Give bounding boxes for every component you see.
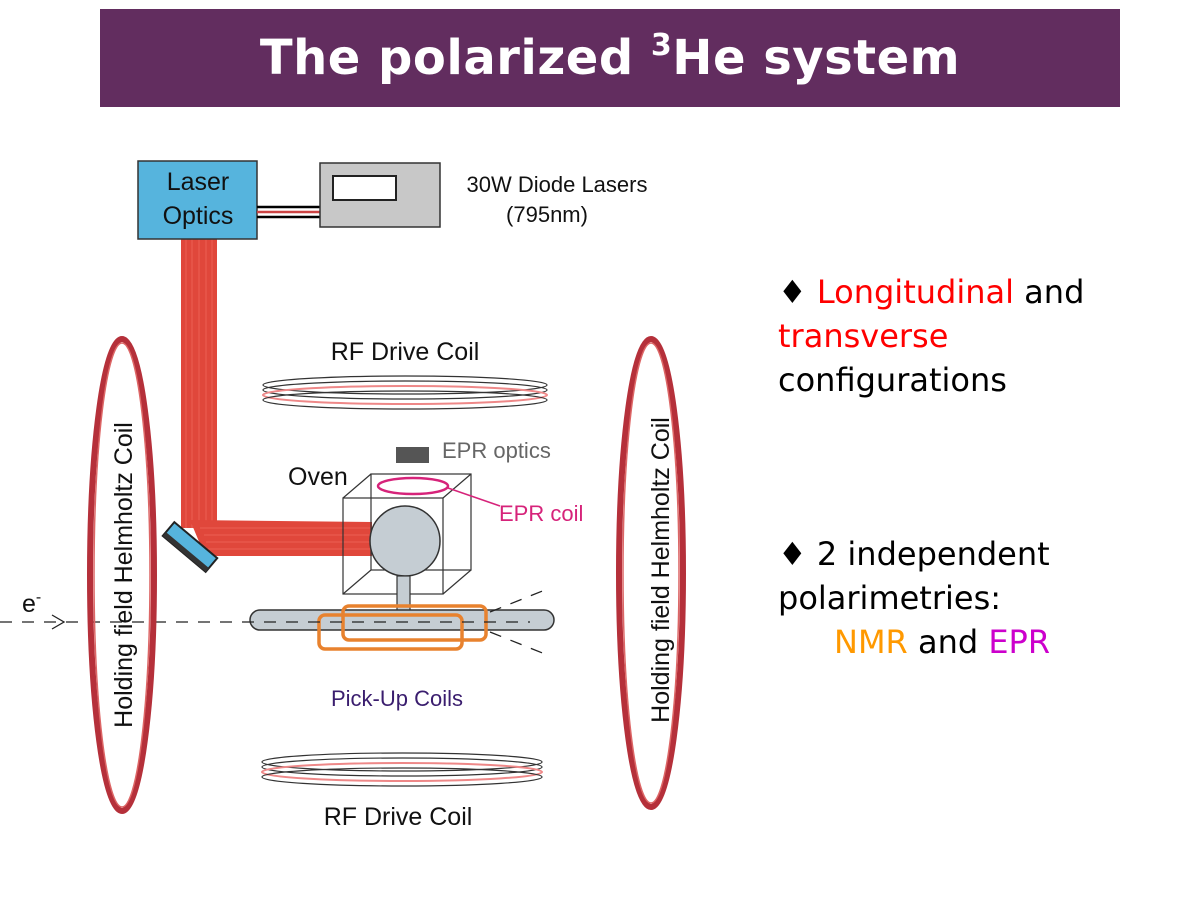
polarimetries-text: polarimetries: — [778, 579, 1002, 617]
bullet-polarimetries: ♦ 2 independent polarimetries: NMR and E… — [778, 532, 1188, 664]
diode-lasers-label: 30W Diode Lasers — [467, 172, 648, 197]
laser-optics-label-1: Laser — [167, 168, 230, 196]
longitudinal-text: Longitudinal — [816, 273, 1014, 311]
pickup-coils — [317, 604, 488, 651]
bullet-configurations: ♦ Longitudinal and transverse configurat… — [778, 270, 1188, 402]
helmholtz-left-label: Holding field Helmholtz Coil — [110, 422, 138, 728]
laser-optics-box: Laser Optics — [137, 160, 258, 240]
configurations-text: configurations — [778, 361, 1007, 399]
independent-text: 2 independent — [816, 535, 1050, 573]
target-chamber — [249, 609, 555, 631]
epr-coil — [376, 476, 450, 496]
diamond-bullet-icon: ♦ — [778, 273, 807, 311]
epr-text: EPR — [988, 623, 1051, 661]
title-prefix: The polarized — [259, 30, 651, 86]
epr-coil-label: EPR coil — [499, 501, 583, 526]
rf-drive-coil-bottom-label: RF Drive Coil — [324, 803, 473, 831]
bullet-list: ♦ Longitudinal and transverse configurat… — [778, 270, 1188, 664]
epr-optics-block — [396, 447, 429, 463]
page-title: The polarized 3He system — [260, 30, 960, 86]
rf-drive-coil-top — [262, 375, 548, 410]
oven-label: Oven — [288, 463, 348, 491]
laser-cable — [257, 205, 322, 219]
transverse-text: transverse — [778, 317, 949, 355]
pumping-chamber — [369, 505, 441, 577]
helmholtz-coil-left — [87, 336, 157, 814]
mirror — [161, 520, 219, 574]
epr-coil-pointer — [447, 487, 501, 507]
and-text-2: and — [917, 623, 979, 661]
epr-optics-label: EPR optics — [442, 438, 551, 463]
rf-drive-coil-bottom — [261, 752, 543, 787]
pickup-coils-label: Pick-Up Coils — [331, 686, 463, 711]
laser-optics-label-2: Optics — [163, 202, 234, 230]
title-suffix: He system — [672, 30, 961, 86]
and-text-1: and — [1024, 273, 1085, 311]
laser-beam — [181, 238, 372, 556]
nmr-text: NMR — [834, 623, 908, 661]
helmholtz-coil-right — [616, 336, 686, 810]
diamond-bullet-icon: ♦ — [778, 535, 807, 573]
electron-label: e- — [22, 589, 41, 618]
title-superscript: 3 — [650, 28, 673, 63]
rf-drive-coil-top-label: RF Drive Coil — [331, 338, 480, 366]
diode-wavelength-label: (795nm) — [506, 202, 588, 227]
helmholtz-right-label: Holding field Helmholtz Coil — [647, 417, 675, 723]
title-bar: The polarized 3He system — [100, 9, 1120, 107]
oven-cube — [342, 473, 472, 595]
diode-lasers-box — [319, 162, 441, 228]
